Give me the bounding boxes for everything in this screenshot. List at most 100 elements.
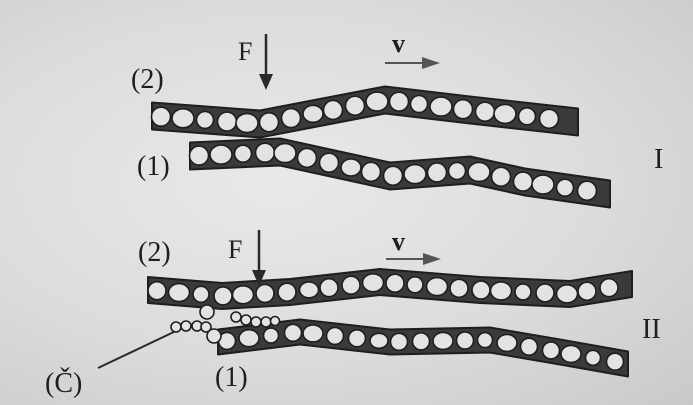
loose-particle	[200, 305, 214, 319]
force-arrowhead-i	[259, 74, 273, 90]
loose-particle	[261, 317, 271, 327]
fiber-cell	[457, 332, 474, 349]
fiber-cell	[349, 330, 366, 347]
fiber-cell	[561, 345, 581, 362]
fiber-cell	[324, 100, 343, 119]
fiber-cell	[491, 282, 512, 300]
layer-2-band-i	[152, 87, 579, 138]
panel-ii: F v (2) (1) (Č) II	[45, 227, 661, 399]
fiber-cell	[454, 100, 473, 119]
fiber-cell	[197, 111, 214, 128]
fiber-cell	[260, 113, 279, 132]
velocity-arrowhead-ii	[423, 253, 441, 265]
loose-particle	[231, 312, 241, 322]
fiber-cell	[362, 162, 381, 181]
fiber-cell	[285, 324, 302, 341]
layer-1-band-i	[190, 139, 611, 208]
fiber-cell	[190, 146, 209, 165]
layer-label-top-i: (2)	[131, 64, 164, 95]
force-label-i: F	[238, 37, 252, 66]
layer-2-band-ii	[148, 269, 632, 309]
fiber-cell	[413, 333, 430, 350]
fiber-cell	[210, 145, 232, 164]
fiber-cell	[515, 284, 531, 300]
fiber-cell	[193, 286, 209, 302]
fiber-cell	[366, 92, 388, 111]
fiber-cell	[519, 108, 536, 125]
fiber-cell	[370, 333, 388, 348]
fiber-cell	[578, 181, 597, 200]
fiber-cell	[514, 172, 533, 191]
fiber-cell	[497, 334, 517, 351]
fiber-cell	[256, 143, 275, 162]
fiber-cell	[282, 109, 301, 128]
fiber-cell	[404, 165, 426, 184]
velocity-arrowhead-i	[422, 57, 440, 69]
fiber-cell	[386, 274, 404, 292]
fiber-cell	[468, 162, 490, 181]
fiber-cell	[428, 163, 447, 182]
roman-label-ii: II	[642, 314, 661, 345]
fiber-cell	[478, 333, 493, 348]
fiber-cell	[492, 167, 511, 186]
loose-particle	[241, 315, 251, 325]
fiber-cell	[172, 109, 194, 128]
fiber-cell	[264, 328, 279, 343]
fiber-cell	[578, 282, 596, 300]
fiber-cell	[407, 277, 423, 293]
fiber-cell	[607, 353, 624, 370]
fiber-cell	[472, 281, 490, 299]
fiber-cell	[600, 279, 618, 297]
fiber-cell	[235, 145, 252, 162]
fiber-cell	[148, 282, 166, 300]
fiber-cell	[384, 166, 403, 185]
layer-1-band-ii	[218, 320, 628, 377]
force-label-ii: F	[228, 235, 242, 264]
fiber-cell	[236, 114, 258, 133]
fiber-cell	[536, 284, 554, 302]
loose-particle	[207, 329, 221, 343]
fiber-cell	[278, 283, 296, 301]
layer-label-bottom-ii: (1)	[215, 362, 248, 393]
loose-particle	[251, 317, 261, 327]
fiber-cell	[274, 144, 296, 163]
loose-particle	[171, 322, 181, 332]
fiber-cell	[152, 107, 171, 126]
fiber-cell	[427, 278, 448, 296]
fiber-cell	[303, 105, 323, 122]
layer-label-bottom-i: (1)	[137, 151, 170, 182]
fiber-cell	[430, 97, 452, 116]
fiber-cell	[363, 274, 384, 292]
fiber-cell	[391, 333, 408, 350]
fiber-cell	[256, 284, 274, 302]
fiber-cell	[557, 285, 578, 303]
fiber-cell	[411, 96, 428, 113]
particle-leader-line	[98, 330, 178, 368]
layer-label-top-ii: (2)	[138, 237, 171, 268]
fiber-cell	[390, 92, 409, 111]
fiber-cell	[342, 276, 360, 294]
fiber-cell	[543, 342, 560, 359]
fiber-cell	[300, 282, 319, 298]
fiber-cell	[450, 279, 468, 297]
fiber-cell	[433, 332, 453, 349]
velocity-label-i: v	[392, 29, 405, 58]
fiber-cell	[341, 159, 361, 176]
fiber-cell	[218, 112, 237, 131]
fiber-cell	[521, 338, 538, 355]
fiber-cell	[449, 162, 466, 179]
particle-label: (Č)	[45, 368, 82, 399]
loose-particle	[181, 321, 191, 331]
fiber-cell	[320, 153, 339, 172]
fiber-cell	[303, 325, 323, 342]
fiber-cell	[320, 279, 338, 297]
fiber-cell	[233, 286, 254, 304]
fiber-cell	[298, 148, 317, 167]
loose-particle	[271, 317, 280, 326]
fiber-cell	[169, 284, 190, 302]
fiber-cell	[532, 175, 554, 194]
fiber-cell	[586, 350, 601, 365]
fiber-cell	[239, 330, 259, 347]
